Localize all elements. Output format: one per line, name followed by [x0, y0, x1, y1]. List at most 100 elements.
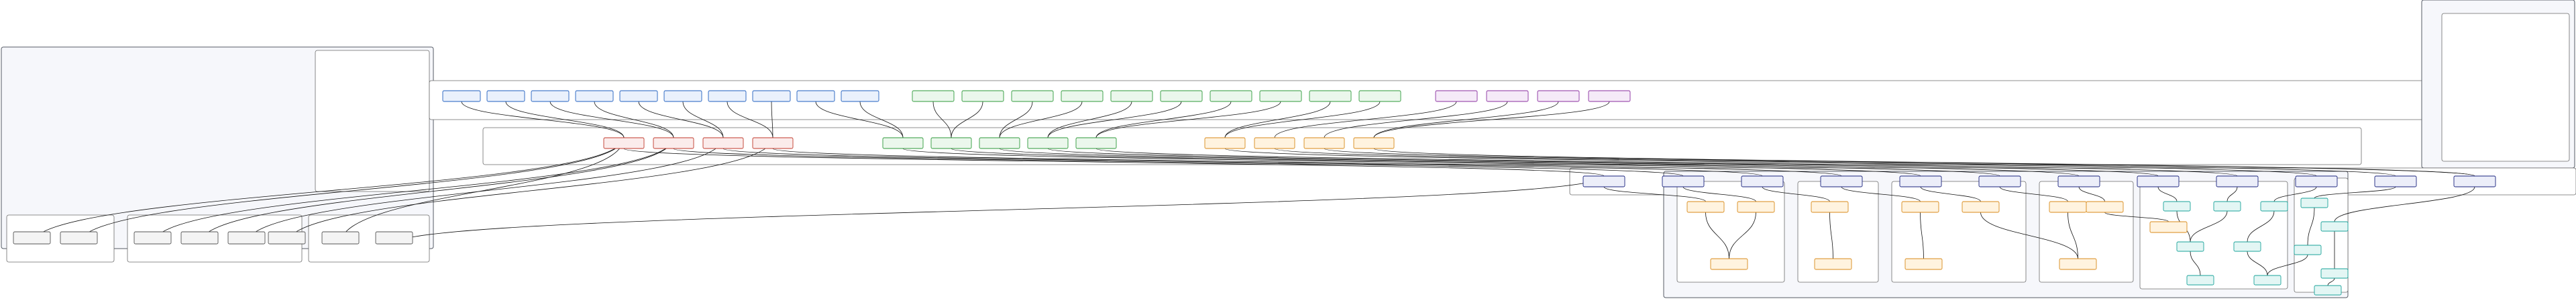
node-n26: [1259, 90, 1302, 102]
node-n3: [133, 231, 172, 245]
node-n41: [1075, 137, 1117, 149]
edge-n64-n69: [2104, 212, 2169, 222]
node-box: [1061, 90, 1104, 102]
edge-n28-n42: [1224, 101, 1381, 138]
node-n35: [702, 137, 744, 149]
node-n42: [1204, 137, 1246, 149]
edge-n7-n33: [340, 137, 625, 245]
node-n54: [2216, 175, 2259, 187]
node-box: [2260, 201, 2288, 212]
node-box: [227, 231, 266, 245]
node-box: [841, 90, 879, 102]
node-box: [2374, 175, 2417, 187]
node-box: [1210, 90, 1252, 102]
node-box: [912, 90, 955, 102]
node-box: [2137, 175, 2180, 187]
node-box: [321, 231, 360, 245]
node-n16: [752, 90, 791, 102]
node-box: [2295, 175, 2338, 187]
edge-n59-n65: [1729, 212, 1756, 259]
edge-n61-n67: [1920, 212, 1924, 259]
node-n50: [1899, 175, 1942, 187]
node-box: [702, 137, 744, 149]
node-n1: [13, 231, 51, 245]
node-n21: [1011, 90, 1054, 102]
node-n78: [2320, 268, 2349, 279]
node-box: [2163, 201, 2191, 212]
node-n5: [227, 231, 266, 245]
node-n15: [708, 90, 747, 102]
edge-n4-n34: [199, 137, 674, 245]
edge-n17-n37: [815, 101, 904, 138]
node-box: [1027, 137, 1069, 149]
edge-n1-n33: [32, 137, 625, 245]
edge-n58-n65: [1705, 212, 1729, 259]
node-n14: [663, 90, 702, 102]
edge-n42-n55: [1224, 148, 2317, 177]
node-box: [442, 90, 481, 102]
edge-n14-n35: [682, 101, 724, 138]
edge-n34-n47: [673, 148, 1684, 177]
node-box: [1582, 175, 1625, 187]
node-n43: [1254, 137, 1295, 149]
node-box: [1820, 175, 1863, 187]
node-n46: [1582, 175, 1625, 187]
node-box: [60, 231, 98, 245]
node-n29: [1435, 90, 1478, 102]
edge-n22-n39: [999, 101, 1083, 138]
edge-n11-n34: [549, 101, 674, 138]
edge-n72-n76: [2247, 210, 2275, 243]
node-box: [1358, 90, 1401, 102]
node-box: [2294, 245, 2322, 255]
node-box: [708, 90, 747, 102]
node-box: [375, 231, 413, 245]
edge-n49-n61: [1841, 186, 1921, 202]
node-box: [2233, 241, 2261, 252]
node-n66: [1814, 258, 1852, 270]
node-box: [13, 231, 51, 245]
node-n47: [1662, 175, 1705, 187]
edge-n75-n79: [2190, 251, 2201, 276]
edge-n56-n73: [2314, 186, 2396, 199]
edge-n53-n70: [2157, 186, 2178, 202]
node-box: [2213, 201, 2241, 212]
edge-n76-n80: [2247, 251, 2268, 276]
node-box: [2320, 221, 2349, 232]
edge-n3-n34: [152, 137, 674, 245]
node-box: [1110, 90, 1153, 102]
edge-n9-n33: [461, 101, 625, 138]
node-box: [653, 137, 694, 149]
edge-n46-n58: [1603, 186, 1706, 202]
node-n65: [1710, 258, 1748, 270]
node-box: [2086, 201, 2124, 213]
edge-n8-n46: [394, 175, 1605, 245]
node-n24: [1160, 90, 1203, 102]
node-n79: [2186, 275, 2214, 286]
edge-n23-n40: [1047, 101, 1132, 138]
node-box: [133, 231, 172, 245]
node-n2: [60, 231, 98, 245]
node-n28: [1358, 90, 1401, 102]
edge-n41-n54: [1095, 148, 2238, 177]
node-n49: [1820, 175, 1863, 187]
node-n69: [2149, 221, 2188, 233]
node-box: [619, 90, 658, 102]
edge-n10-n33: [505, 101, 625, 138]
cluster-c-left-inner: [315, 50, 430, 192]
node-box: [2057, 175, 2100, 187]
node-n64: [2086, 201, 2124, 213]
node-n17: [796, 90, 835, 102]
node-n9: [442, 90, 481, 102]
edge-n48-n60: [1762, 186, 1830, 202]
edge-n71-n75: [2190, 210, 2228, 243]
node-box: [1259, 90, 1302, 102]
node-box: [2049, 201, 2087, 213]
edge-n55-n72: [2273, 186, 2317, 202]
node-box: [1075, 137, 1117, 149]
node-n6: [268, 231, 306, 245]
edge-n57-n74: [2334, 186, 2475, 222]
cluster-c-bottom-e: [2139, 181, 2288, 290]
node-n10: [486, 90, 525, 102]
node-n77: [2294, 245, 2322, 255]
node-n4: [180, 231, 219, 245]
